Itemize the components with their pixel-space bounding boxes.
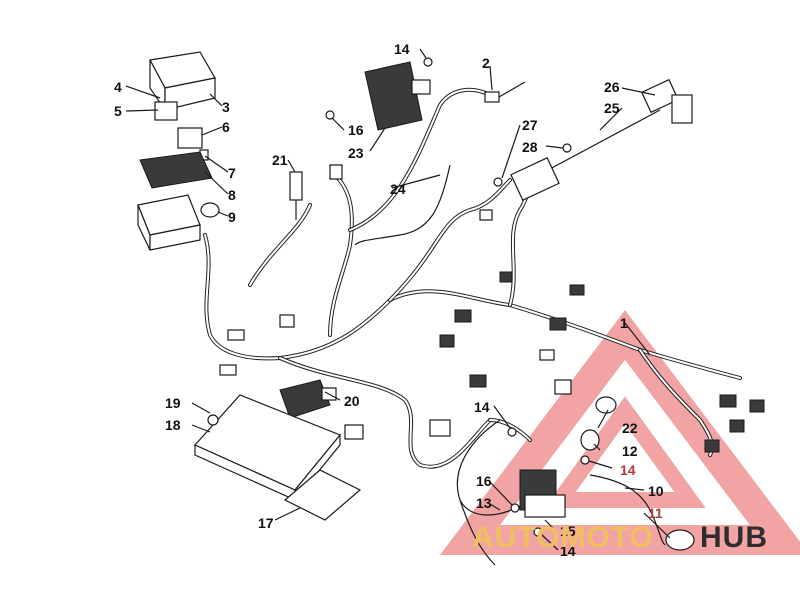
callout-11: 11: [648, 505, 663, 521]
callout-2: 2: [482, 55, 490, 71]
callout-8: 8: [228, 187, 236, 203]
callout-13: 13: [476, 495, 492, 511]
fuse-block-9: [137, 194, 201, 251]
callout-18: 18: [165, 417, 181, 433]
callout-14-top: 14: [394, 41, 410, 57]
callout-16-bottom: 16: [476, 473, 492, 489]
watermark-logo-icon: [439, 310, 800, 555]
callout-labels: 1 2 3 4 5 6 7 8 9 10 11 12 13 14 14 14 1…: [114, 41, 664, 559]
callout-20: 20: [344, 393, 360, 409]
module-23: [364, 61, 431, 131]
callout-23: 23: [348, 145, 364, 161]
nut-14-bottom: [533, 527, 543, 537]
callout-14-right: 14: [620, 462, 636, 478]
callout-1: 1: [620, 315, 628, 331]
bolt-14-top: [423, 57, 433, 67]
fuse-panel-8: [139, 151, 213, 189]
callout-14-mid: 14: [474, 399, 490, 415]
callout-21: 21: [272, 152, 288, 168]
nut-14-mid: [507, 427, 517, 437]
callout-26: 26: [604, 79, 620, 95]
connector-2: [484, 81, 526, 103]
screw-27: [493, 177, 503, 187]
clamp-9: [200, 202, 220, 218]
leader-lines: [125, 48, 671, 551]
callout-14-bottom: 14: [560, 543, 576, 559]
callout-6: 6: [222, 119, 230, 135]
boot-22: [595, 396, 617, 414]
pad-17: [283, 469, 362, 521]
screw-28: [562, 143, 572, 153]
callout-5: 5: [114, 103, 122, 119]
callout-3: 3: [222, 99, 230, 115]
nut-14-right: [580, 455, 590, 465]
watermark-part1: AUTOMOTO: [472, 521, 654, 554]
callout-24: 24: [390, 181, 406, 197]
callout-25: 25: [604, 100, 620, 116]
cable-13-lower: [459, 499, 496, 566]
ignition-coil: [510, 78, 693, 201]
callout-4: 4: [114, 79, 122, 95]
watermark-text: AUTOMOTO HUB: [472, 521, 768, 554]
starter-solenoid: [519, 469, 566, 518]
callout-15: 15: [560, 523, 576, 539]
relay-6: [177, 127, 203, 149]
callout-27: 27: [522, 117, 538, 133]
cable-13: [456, 419, 531, 516]
regulator-20: [279, 379, 337, 419]
relay-5: [154, 101, 178, 121]
bolt-19: [207, 414, 219, 426]
main-harness: [203, 87, 742, 469]
cable-24: [354, 164, 451, 246]
cap-11: [665, 529, 695, 551]
callout-10: 10: [648, 483, 664, 499]
callout-17: 17: [258, 515, 274, 531]
callout-19: 19: [165, 395, 181, 411]
callout-22: 22: [622, 420, 638, 436]
nut-16: [510, 503, 520, 513]
callout-9: 9: [228, 209, 236, 225]
cable-10: [589, 474, 666, 546]
callout-7: 7: [228, 165, 236, 181]
watermark-part2: HUB: [700, 521, 768, 554]
sensor-21: [289, 171, 303, 220]
callout-16-top: 16: [348, 122, 364, 138]
callout-12: 12: [622, 443, 638, 459]
harness-connectors: [219, 164, 765, 453]
fuse-box-cover: [149, 51, 216, 112]
screw-16-top: [325, 110, 335, 120]
callout-28: 28: [522, 139, 538, 155]
